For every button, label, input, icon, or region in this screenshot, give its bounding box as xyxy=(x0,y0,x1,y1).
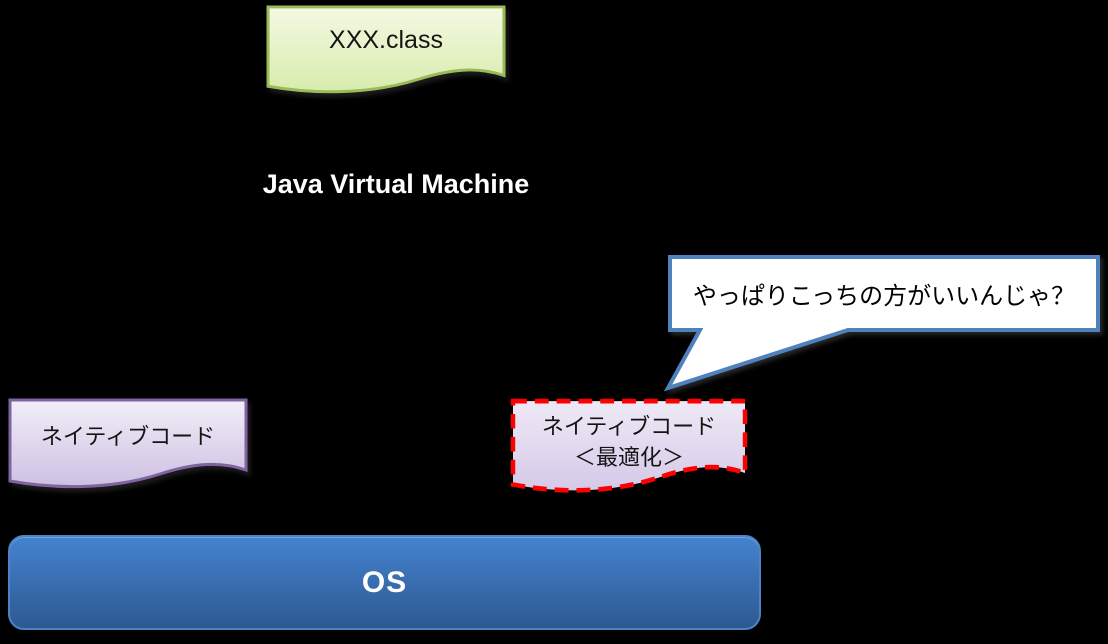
class-file-shape: XXX.class xyxy=(266,5,506,98)
native-code-shape: ネイティブコード xyxy=(8,398,248,493)
os-label: OS xyxy=(361,565,408,599)
speech-bubble-icon xyxy=(663,255,1100,392)
optimized-native-code-line2: ＜最適化＞ xyxy=(573,445,684,470)
optimized-native-code-shape: ネイティブコード ＜最適化＞ xyxy=(510,398,748,497)
callout-text: やっぱりこっちの方がいいんじゃ？ xyxy=(692,283,1076,310)
optimized-native-code-document-icon xyxy=(510,398,748,493)
optimized-native-code-line1: ネイティブコード xyxy=(541,414,717,439)
jvm-title: Java Virtual Machine xyxy=(262,168,530,199)
callout-bubble: やっぱりこっちの方がいいんじゃ？ xyxy=(660,250,1108,395)
class-file-label: XXX.class xyxy=(329,25,443,54)
optimized-native-code-label: ネイティブコード ＜最適化＞ xyxy=(510,398,748,486)
native-code-label: ネイティブコード xyxy=(40,424,216,449)
class-file-document-icon xyxy=(266,5,506,94)
native-code-document-icon xyxy=(8,398,248,489)
os-bar: OS xyxy=(8,535,761,630)
